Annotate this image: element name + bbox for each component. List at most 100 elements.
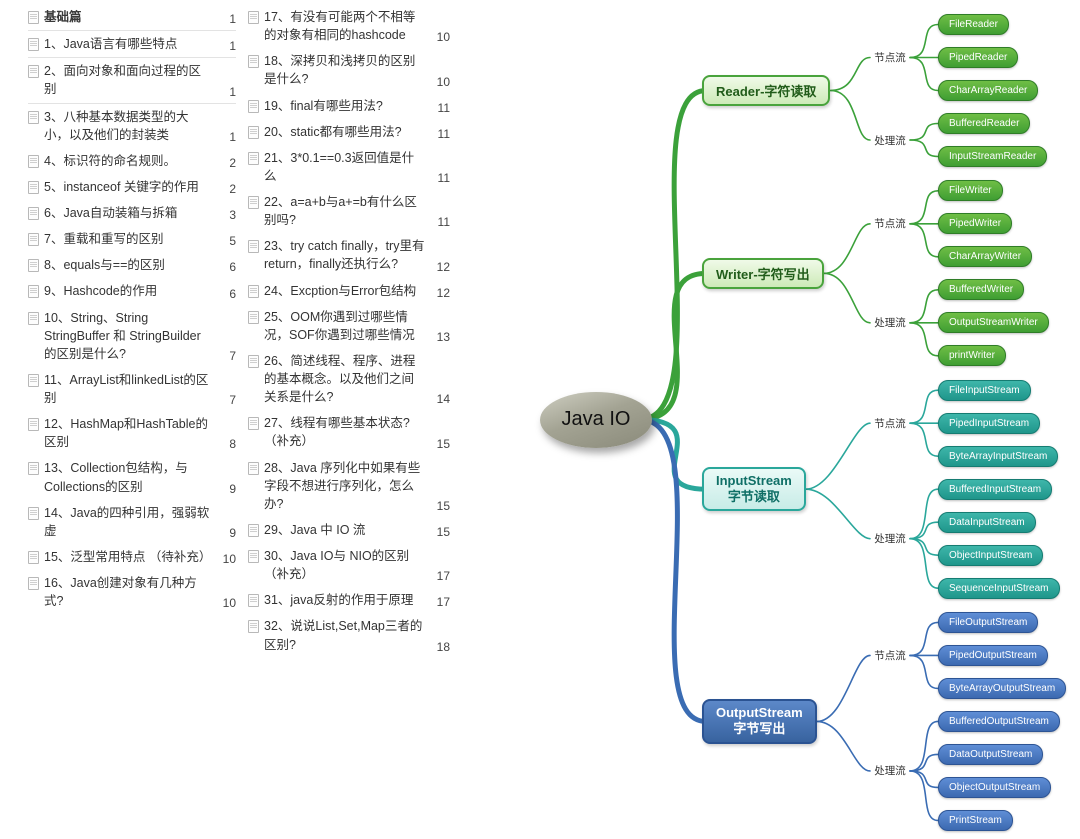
mindmap-leaf-node[interactable]: BufferedOutputStream [938,710,1060,732]
connector-line [909,770,939,822]
mindmap-leaf-node[interactable]: ObjectOutputStream [938,776,1052,798]
toc-item-title: 3、八种基本数据类型的大小，以及他们的封装类 [44,109,189,142]
connector-line [805,488,871,540]
toc-item-page: 17 [436,595,450,610]
mindmap-leaf-node[interactable]: PipedReader [938,47,1019,68]
mindmap-leaf-node[interactable]: FileWriter [938,180,1003,202]
mindmap-leaf-node[interactable]: BufferedWriter [938,279,1025,301]
toc-item[interactable]: 32、说说List,Set,Map三者的区别?18 [248,613,450,657]
mindmap-leaf-node[interactable]: BufferedInputStream [938,478,1053,500]
toc-item[interactable]: 26、简述线程、程序、进程的基本概念。以及他们之间关系是什么?14 [248,348,450,410]
toc-item-page: 11 [437,100,450,115]
mindmap-leaf-node[interactable]: PipedWriter [938,213,1013,235]
mindmap-leaf-node[interactable]: CharArrayWriter [938,246,1033,268]
mindmap-leaf-node[interactable]: FileInputStream [938,379,1031,401]
toc-item-page: 14 [436,392,450,407]
mindmap-leaf-node[interactable]: DataInputStream [938,511,1036,533]
mindmap-leaf-node[interactable]: ByteArrayInputStream [938,445,1059,467]
mindmap-subgroup-label[interactable]: 节点流 [872,216,908,232]
mindmap-branch-label-line: 字节写出 [733,721,786,737]
mindmap-leaf-node[interactable]: SequenceInputStream [938,577,1060,599]
connector-line [909,56,939,92]
mindmap-branch-node[interactable]: Reader-字符读取 [702,75,831,106]
mindmap-center-node[interactable]: Java IO [540,391,652,448]
mindmap-subgroup-label[interactable]: 处理流 [872,531,908,547]
toc-item[interactable]: 27、线程有哪些基本状态?（补充）15 [248,410,450,454]
mindmap-leaf-node[interactable]: ByteArrayOutputStream [938,677,1067,699]
toc-item[interactable]: 18、深拷贝和浅拷贝的区别是什么?10 [248,48,450,92]
mindmap-leaf-node[interactable]: BufferedReader [938,113,1031,134]
mindmap-leaf-node[interactable]: DataOutputStream [938,743,1044,765]
toc-item-title: 13、Collection包结构，与Collections的区别 [44,461,188,494]
mindmap-subgroup-label[interactable]: 节点流 [872,647,908,663]
toc-item-title: 16、Java创建对象有几种方式? [44,576,197,609]
mindmap-leaf-node[interactable]: PipedInputStream [938,412,1041,434]
mindmap-leaf-node[interactable]: PrintStream [938,809,1013,831]
document-icon [248,523,259,537]
mindmap-subgroup-label[interactable]: 处理流 [872,132,908,148]
mindmap-subgroup-label[interactable]: 节点流 [872,415,908,431]
toc-item[interactable]: 22、a=a+b与a+=b有什么区别吗?11 [248,189,450,233]
mindmap-leaf-node[interactable]: FileReader [938,14,1009,35]
mindmap-subgroup-label[interactable]: 节点流 [872,50,908,65]
connector-line [909,488,939,540]
mindmap-leaf-node[interactable]: InputStreamReader [938,146,1048,167]
mindmap-leaf-node[interactable]: printWriter [938,345,1006,367]
toc-item[interactable]: 28、Java 序列化中如果有些字段不想进行序列化，怎么办?15 [248,455,450,517]
connector-line [909,753,939,772]
document-icon [28,233,39,247]
mindmap-leaf-node[interactable]: CharArrayReader [938,80,1039,101]
toc-item[interactable]: 16、Java创建对象有几种方式?10 [28,570,236,614]
toc-item[interactable]: 4、标识符的命名规则。2 [28,148,236,174]
toc-item[interactable]: 19、final有哪些用法?11 [248,93,450,119]
toc-item[interactable]: 20、static都有哪些用法?11 [248,119,450,145]
connector-line [909,720,939,772]
toc-item[interactable]: 23、try catch finally，try里有return，finally… [248,233,450,277]
toc-item[interactable]: 10、String、String StringBuffer 和 StringBu… [28,305,236,367]
mindmap-subgroup-label[interactable]: 处理流 [872,763,908,779]
connector-line [909,223,939,258]
document-icon [28,373,39,387]
document-icon [28,418,39,432]
document-icon [28,11,39,24]
toc-item-title: 29、Java 中 IO 流 [264,522,366,537]
mindmap-leaf-node[interactable]: FileOutputStream [938,611,1039,633]
toc-item[interactable]: 30、Java IO与 NIO的区别（补充）17 [248,543,450,587]
document-icon [248,240,259,254]
toc-item-page: 12 [436,259,450,274]
document-icon [28,259,39,273]
mindmap-branch-node[interactable]: Writer-字符写出 [702,257,824,289]
toc-item[interactable]: 15、泛型常用特点 （待补充）10 [28,544,236,570]
mindmap-leaf-node[interactable]: OutputStreamWriter [938,312,1049,334]
mindmap-connectors [637,23,939,822]
mindmap-leaf-node[interactable]: ObjectInputStream [938,544,1044,566]
mindmap-leaf-node[interactable]: PipedOutputStream [938,644,1048,666]
connector-line [822,223,871,275]
mindmap-subgroup-label[interactable]: 处理流 [872,315,908,331]
